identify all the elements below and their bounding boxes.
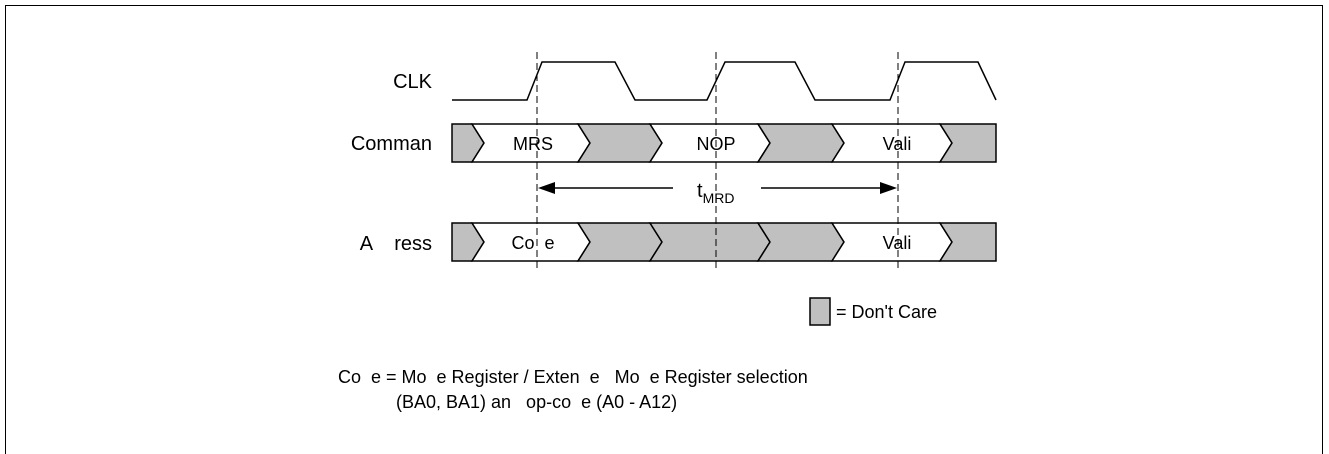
footnote-line-2: (BA0, BA1) an op-co e (A0 - A12)	[396, 392, 677, 412]
command-state-valid: Vali	[883, 134, 912, 154]
dont-care-segment	[576, 123, 663, 163]
dont-care-segment	[576, 222, 663, 262]
tmrd-label: tMRD	[697, 180, 734, 206]
clock-edge-markers	[536, 52, 899, 272]
address-state-valid: Vali	[883, 233, 912, 253]
command-label: Comman	[351, 133, 432, 155]
tmrd-subscript: MRD	[703, 190, 735, 206]
command-state-mrs: MRS	[513, 134, 553, 154]
dont-care-segment	[756, 123, 845, 163]
address-label: A ress	[360, 233, 432, 255]
legend-label: = Don't Care	[836, 302, 937, 322]
clk-waveform	[452, 61, 997, 101]
address-bus	[451, 222, 997, 262]
dont-care-segment	[938, 222, 997, 262]
tmrd-arrow	[538, 182, 897, 194]
clk-label: CLK	[393, 71, 433, 93]
dont-care-segment	[648, 222, 771, 262]
dont-care-swatch	[809, 297, 831, 326]
command-bus	[451, 123, 997, 163]
footnote-line-1: Co e = Mo e Register / Exten e Mo e Regi…	[338, 367, 808, 387]
dont-care-segment	[756, 222, 845, 262]
diagram-frame	[5, 5, 1323, 454]
tmrd-symbol: t	[697, 180, 703, 202]
dont-care-segment	[938, 123, 997, 163]
address-state-code: Co e	[511, 233, 554, 253]
